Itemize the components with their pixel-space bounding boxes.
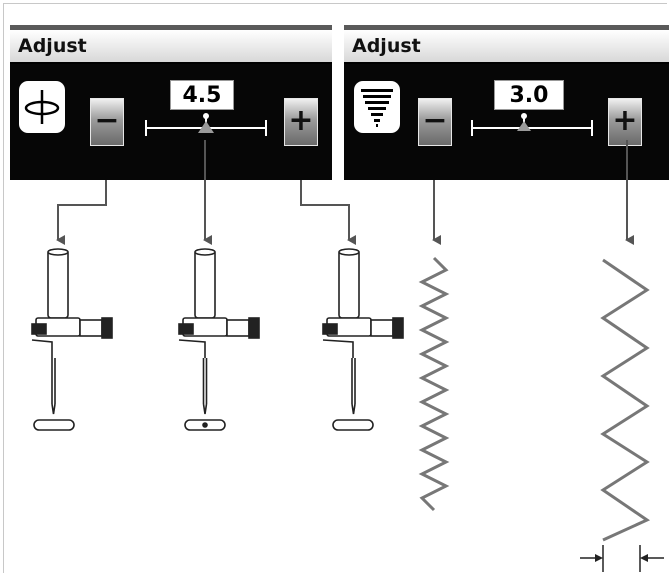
presser-foot-needle-right-icon [322, 248, 404, 431]
presser-foot-needle-left-icon [31, 248, 113, 431]
stitch-length-icon [354, 81, 400, 133]
panel-header: Adjust [10, 30, 332, 64]
increase-button[interactable]: + [608, 98, 642, 146]
stitch-width-dimension-icon [580, 545, 664, 572]
panel-header: Adjust [344, 30, 669, 64]
illustration-frame [3, 3, 667, 573]
value-display: 3.0 [494, 80, 564, 110]
decrease-button[interactable]: − [418, 98, 452, 146]
length-scale[interactable] [470, 110, 596, 142]
presser-foot-needle-center-icon [178, 248, 260, 431]
increase-button[interactable]: + [284, 98, 318, 146]
zigzag-short-length-icon [418, 256, 450, 512]
callout-arrow-minus [56, 180, 107, 245]
callout-arrow-plus [300, 180, 356, 245]
decrease-button[interactable]: − [90, 98, 124, 146]
position-scale[interactable] [144, 110, 270, 142]
adjust-panel-stitch-length: Adjust − 3.0 + [344, 25, 669, 180]
needle-position-icon [19, 81, 65, 133]
adjust-panel-needle-position: Adjust − 4.5 + [10, 25, 332, 180]
zigzag-long-length-icon [600, 258, 651, 542]
value-display: 4.5 [170, 80, 234, 110]
